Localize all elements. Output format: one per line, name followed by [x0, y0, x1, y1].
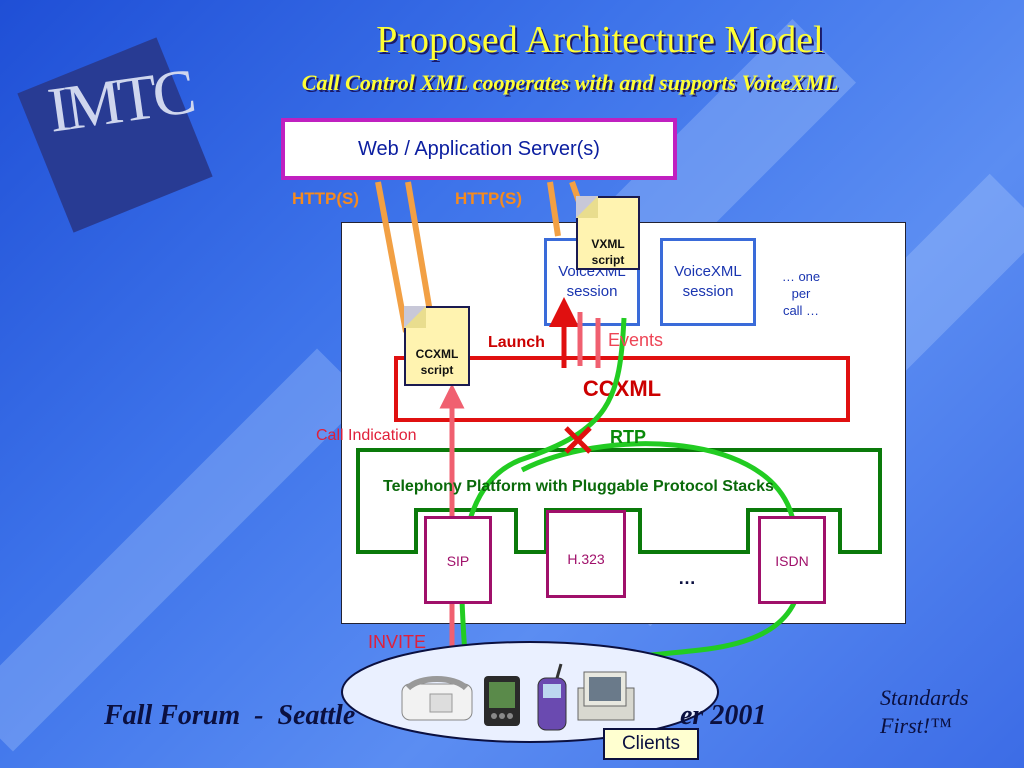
standards-first-tagline: Standards First!™	[880, 684, 968, 740]
ccxml-script-icon: CCXML script	[404, 306, 470, 386]
mobile-phone-icon	[537, 663, 567, 731]
footer-date: er 2001	[680, 700, 767, 731]
isdn-stack: ISDN	[758, 516, 826, 604]
call-indication-label: Call Indication	[316, 427, 417, 444]
http-left-label: HTTP(S)	[292, 189, 360, 208]
note-line3: call …	[782, 303, 820, 318]
ccxml-engine: CCXML	[394, 356, 850, 422]
isdn-label: ISDN	[775, 553, 809, 569]
session-line2: session	[566, 283, 618, 300]
page-title: Proposed Architecture Model	[376, 19, 824, 61]
pda-icon	[484, 676, 520, 726]
session-line2: session	[682, 283, 734, 300]
telephony-platform-outline	[356, 448, 882, 554]
launch-label: Launch	[488, 334, 545, 351]
h323-label: H.323	[567, 551, 605, 567]
sip-stack: SIP	[424, 516, 492, 604]
vxml-script-icon: VXML script	[576, 196, 640, 270]
desktop-computer-icon	[577, 671, 635, 721]
ccxml-line2: script	[420, 363, 454, 377]
h323-stack: H.323	[546, 510, 626, 598]
more-stacks-ellipsis: …	[678, 568, 696, 588]
standards-line2: First!™	[880, 713, 952, 738]
rtp-blocked-mark	[564, 426, 592, 454]
page-subtitle: Call Control XML cooperates with and sup…	[301, 70, 839, 95]
http-line	[375, 181, 409, 333]
ccxml-line1: CCXML	[415, 347, 459, 361]
desk-phone-icon	[401, 676, 473, 721]
http-right-label: HTTP(S)	[455, 189, 523, 208]
one-per-call-note: … one per call …	[770, 268, 832, 319]
vxml-line1: VXML	[591, 237, 625, 251]
footer-event: Fall Forum - Seattle	[104, 700, 356, 731]
http-line	[405, 181, 433, 313]
vxml-line2: script	[591, 253, 625, 267]
session-line1: VoiceXML	[674, 263, 742, 280]
rtp-path	[453, 317, 627, 693]
voicexml-session-2: VoiceXML session	[660, 238, 756, 326]
telephony-platform-label: Telephony Platform with Pluggable Protoc…	[383, 478, 774, 495]
http-line	[547, 181, 561, 237]
sip-label: SIP	[446, 553, 470, 569]
rtp-label: RTP	[610, 427, 646, 447]
note-line2: per	[791, 286, 811, 301]
events-label: Events	[608, 330, 664, 350]
note-line1: … one	[781, 269, 821, 284]
web-application-server: Web / Application Server(s)	[281, 118, 677, 180]
invite-label: INVITE	[368, 632, 427, 652]
standards-line1: Standards	[880, 685, 969, 710]
clients-label: Clients	[603, 728, 699, 760]
